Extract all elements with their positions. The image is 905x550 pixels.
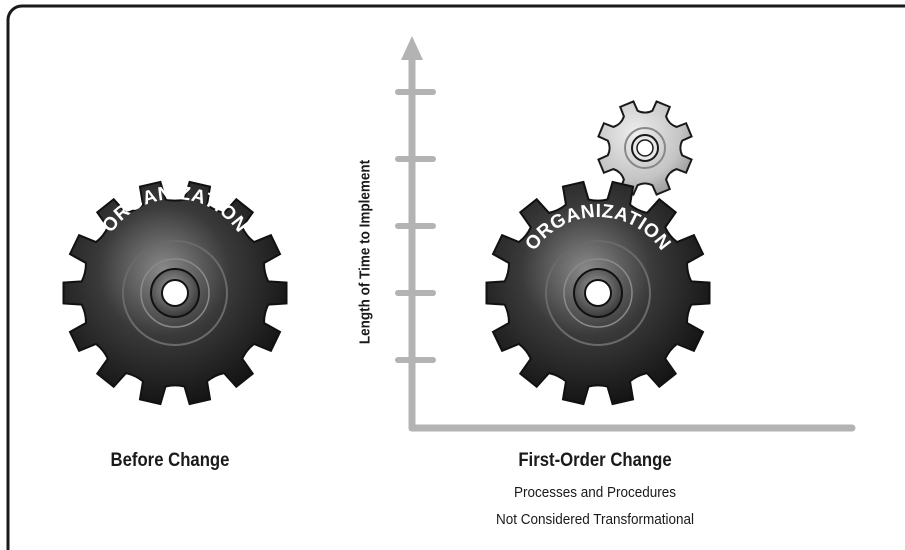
first-order-description-line2: Not Considered Transformational [495,511,695,528]
time-axis [395,36,856,432]
diagram-border [6,4,905,550]
first-order-description-line1: Processes and Procedures [513,484,677,501]
large-gear-icon-after: ORGANIZATION [485,180,711,406]
large-gear-icon-before: ORGANIZATION [62,180,288,406]
y-axis-label: Length of Time to Implement [356,159,374,345]
before-change-caption: Before Change [110,450,230,471]
small-gear-icon [597,100,693,196]
first-order-change-title: First-Order Change [518,450,672,471]
axis-arrow-icon [401,36,423,60]
